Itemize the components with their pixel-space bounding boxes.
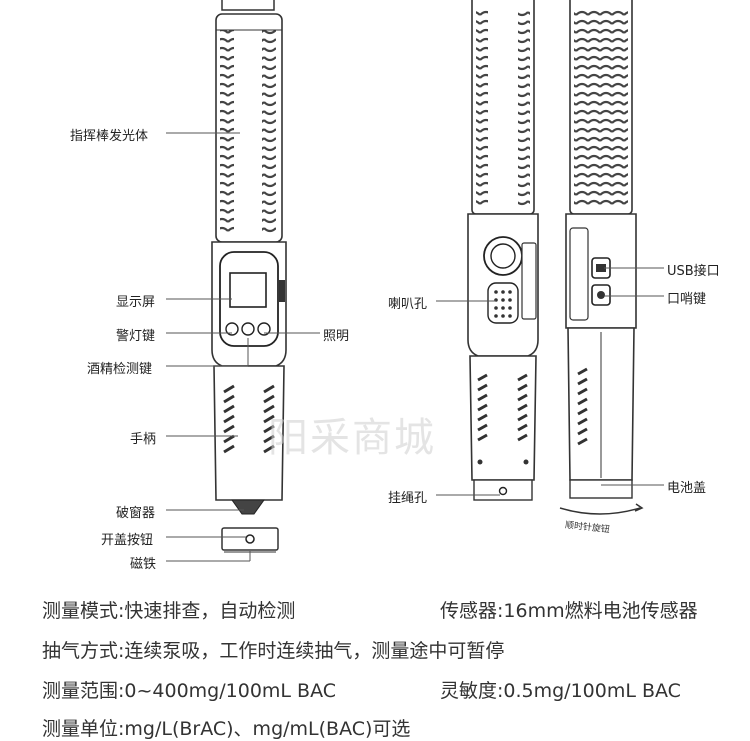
device-handle [213,365,285,501]
spec-mode: 测量模式:快速排查，自动检测 [42,600,296,622]
product-diagram [166,0,664,562]
spec-units: 测量单位:mg/L(BrAC)、mg/mL(BAC)可选 [42,718,411,740]
side-view-device [467,0,539,501]
callout-whistle-key: 口哨键 [667,292,707,307]
spec-range: 测量范围:0~400mg/100mL BAC [42,680,337,702]
callout-warning-light-key: 警灯键 [116,329,156,344]
leader-lines [166,132,664,562]
callout-cap-open-button: 开盖按钮 [101,533,154,548]
spec-sensitivity: 灵敏度:0.5mg/100mL BAC [440,680,681,702]
callout-window-breaker: 破窗器 [116,506,156,521]
device-head [211,241,287,367]
callout-usb-port: USB接口 [667,264,720,279]
callout-alcohol-test-key: 酒精检测键 [87,362,153,377]
watermark: 阳采商城 [268,415,436,461]
callout-glow-body: 指挥棒发光体 [70,129,149,144]
back-view-device [559,0,644,515]
spec-pumping: 抽气方式:连续泵吸，工作时连续抽气，测量途中可暂停 [42,640,505,662]
callout-handle: 手柄 [130,432,157,447]
front-view-device [211,0,287,553]
spec-sensor: 传感器:16mm燃料电池传感器 [440,600,698,622]
callout-display: 显示屏 [116,295,156,310]
callout-lanyard-hole: 挂绳孔 [388,491,428,506]
glow-tube [215,13,283,243]
callout-magnet: 磁铁 [130,557,157,572]
callout-battery-cover: 电池盖 [667,481,707,496]
callout-lighting: 照明 [323,329,350,344]
callout-speaker-hole: 喇叭孔 [388,297,428,312]
